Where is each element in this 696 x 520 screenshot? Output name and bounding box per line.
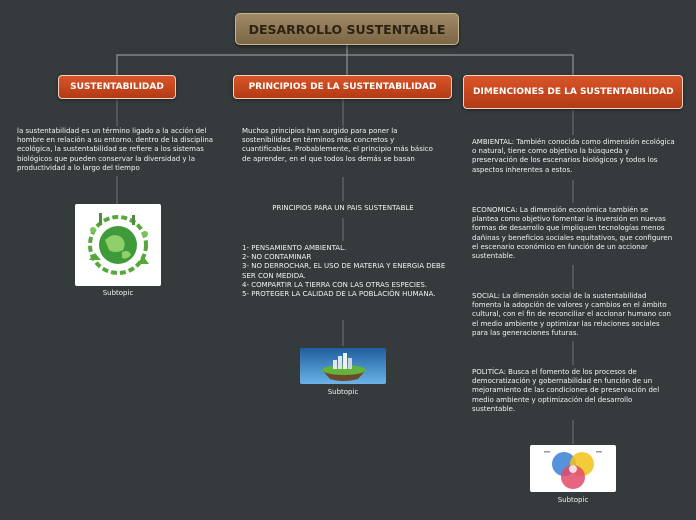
dimension-ambiental[interactable]: AMBIENTAL: También conocida como dimensi… [472,138,675,174]
branch-dimenciones[interactable]: DIMENCIONES DE LA SUSTENTABILIDAD [463,75,683,109]
green-earth-icon[interactable] [75,204,161,286]
sustentabilidad-text: la sustentabilidad es un término ligado … [17,127,214,172]
dimension-economica[interactable]: ECONOMICA: La dimensión económica tambié… [472,206,673,261]
root-title: DESARROLLO SUSTENTABLE [248,21,446,37]
list-item: 3- NO DERROCHAR, EL USO DE MATERIA Y ENE… [242,262,446,280]
dimension-politica[interactable]: POLITÍCA: Busca el fomento de los proces… [472,368,660,413]
principios-text: Muchos principios han surgido para poner… [242,127,433,163]
branch-title: SUSTENTABILIDAD [70,82,164,92]
floating-island-icon[interactable] [300,348,386,384]
branch-title: DIMENCIONES DE LA SUSTENTABILIDAD [473,86,674,97]
subtopic-caption[interactable]: Subtopic [327,388,359,396]
list-item: 5- PROTEGER LA CALIDAD DE LA POBLACIÓN H… [242,290,436,299]
branch-sustentabilidad[interactable]: SUSTENTABILIDAD [58,75,176,99]
root-topic[interactable]: DESARROLLO SUSTENTABLE [235,13,459,45]
dimension-social[interactable]: SOCIAL: La dimensión social de la susten… [472,292,671,337]
list-item: 2- NO CONTAMINAR [242,253,312,262]
principios-list[interactable]: 1- PENSAMIENTO AMBIENTAL. 2- NO CONTAMIN… [242,244,447,299]
principios-subheading[interactable]: PRINCIPIOS PARA UN PAIS SUSTENTABLE [272,204,414,212]
branch-title: PRINCIPIOS DE LA SUSTENTABILIDAD [248,82,437,92]
subtopic-caption[interactable]: Subtopic [557,496,589,504]
list-item: 1- PENSAMIENTO AMBIENTAL. [242,244,347,252]
subtopic-caption[interactable]: Subtopic [102,289,134,297]
venn-diagram-icon[interactable] [530,445,616,492]
list-item: 4- COMPARTIR LA TIERRA CON LAS OTRAS ESP… [242,280,428,289]
branch-principios[interactable]: PRINCIPIOS DE LA SUSTENTABILIDAD [233,75,452,99]
